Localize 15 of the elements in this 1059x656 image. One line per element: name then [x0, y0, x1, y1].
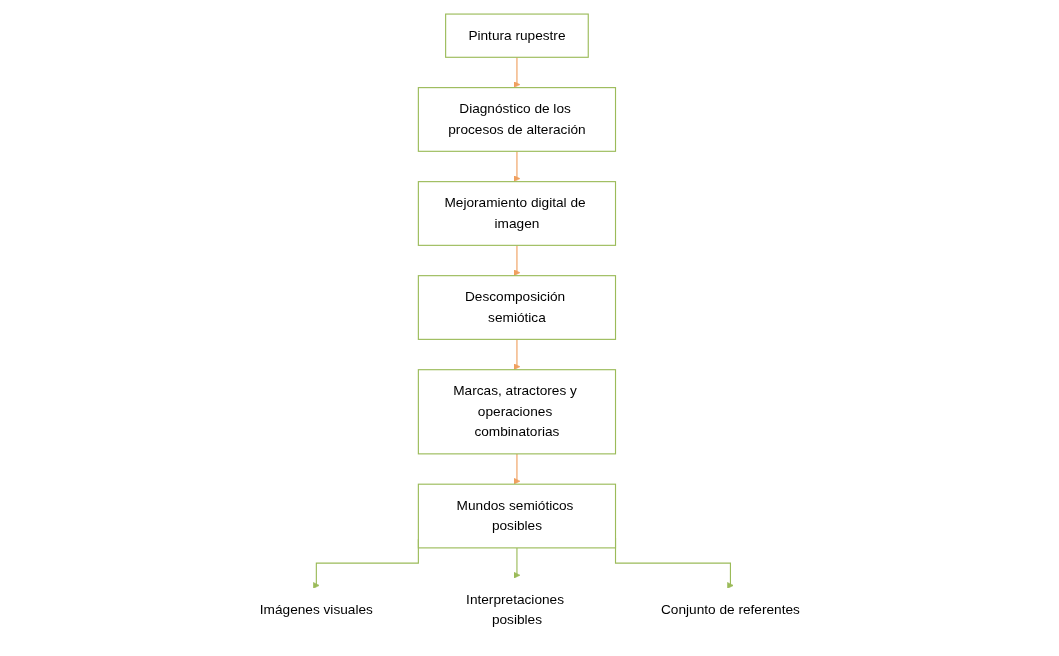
node-box: Mejoramiento digital de imagen — [417, 181, 616, 246]
arrow — [513, 453, 520, 485]
arrow — [513, 150, 520, 182]
node-box: Descomposición semiótica — [417, 275, 616, 340]
arrow — [513, 244, 520, 276]
node-text: Interpretaciones posibles — [465, 591, 564, 628]
node-box: Pintura rupestre — [444, 13, 589, 58]
node-box: Mundos semióticos posibles — [417, 483, 616, 549]
arrow — [513, 338, 520, 370]
node-box: Marcas, atractores y operaciones combinatorias — [417, 369, 616, 455]
node-text: Imágenes visuales — [259, 602, 373, 618]
arrow — [513, 547, 520, 579]
node-text: Conjunto de referentes — [660, 602, 800, 618]
arrow — [513, 56, 520, 88]
node-box: Diagnóstico de los procesos de alteración — [417, 87, 616, 152]
